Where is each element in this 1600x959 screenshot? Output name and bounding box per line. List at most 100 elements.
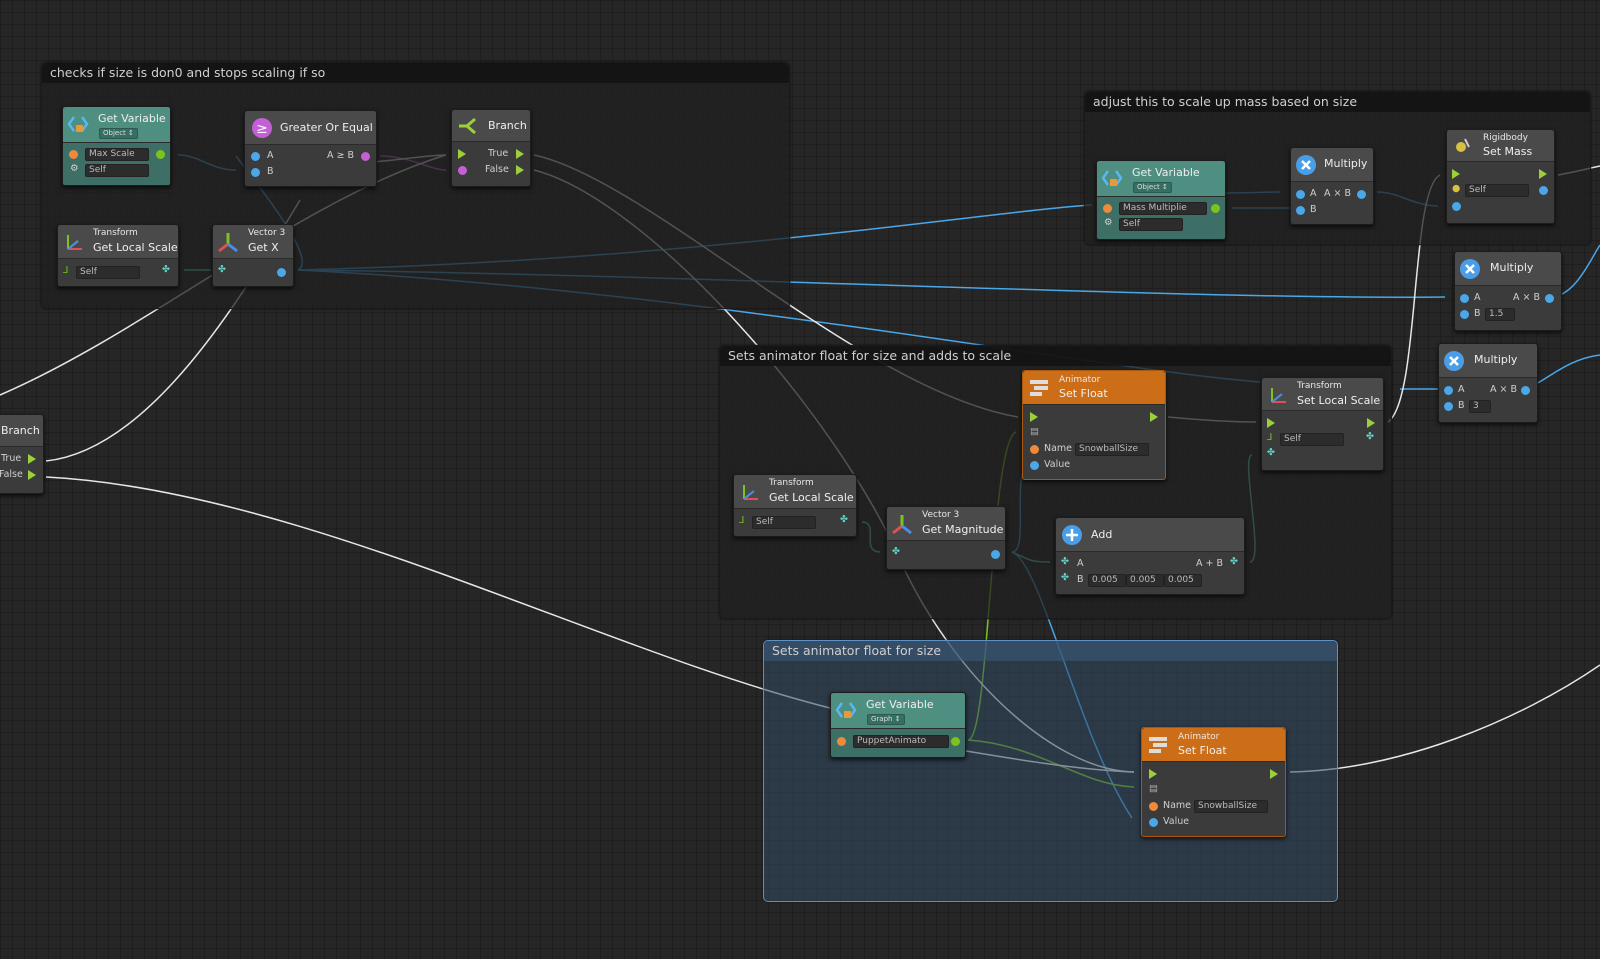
a-in-port[interactable] [1444, 386, 1453, 395]
group-title[interactable]: adjust this to scale up mass based on si… [1085, 92, 1590, 112]
flow-in-port[interactable] [1452, 169, 1460, 179]
self-field[interactable]: Self [1280, 433, 1344, 446]
x-out-port[interactable] [277, 268, 286, 277]
name-in-port[interactable] [1030, 445, 1039, 454]
flow-in-port[interactable] [1267, 418, 1275, 428]
name-field[interactable]: SnowballSize [1075, 443, 1149, 456]
transform-get-local-scale-node[interactable]: Transform Get Local Scale ⅃ Self ✤ [57, 224, 179, 287]
group-title[interactable]: checks if size is don0 and stops scaling… [42, 63, 789, 83]
animator-set-float-node[interactable]: Animator Set Float ▤ Name SnowballSize V… [1022, 370, 1166, 480]
vector-in-icon[interactable]: ✤ [1061, 556, 1069, 567]
rigidbody-icon [1456, 138, 1470, 152]
self-field[interactable]: Self [85, 164, 149, 177]
self-field[interactable]: Self [1119, 218, 1183, 231]
variable-name-field[interactable]: PuppetAnimato [853, 735, 949, 748]
mass-out-port[interactable] [1539, 186, 1548, 195]
name-port[interactable] [837, 737, 846, 746]
b-in-port[interactable] [1296, 206, 1305, 215]
vector3-icon [892, 515, 912, 535]
b-in-port[interactable] [251, 168, 260, 177]
flow-out-port[interactable] [1539, 169, 1547, 179]
a-in-port[interactable] [251, 152, 260, 161]
value-out-port[interactable] [1211, 204, 1220, 213]
self-field[interactable]: Self [76, 266, 140, 279]
result-out-port[interactable] [1357, 190, 1366, 199]
true-out-port[interactable] [516, 149, 524, 159]
value-out-port[interactable] [156, 150, 165, 159]
greater-equal-icon: ≥ [252, 118, 272, 138]
transform-set-local-scale-node[interactable]: Transform Set Local Scale ⅃ Self ✤ ✤ [1261, 377, 1384, 471]
transform-small-icon: ⅃ [1267, 432, 1273, 443]
get-variable-animator-node[interactable]: Get Variable Graph ↕ PuppetAnimato [830, 692, 966, 758]
kind-dropdown[interactable]: Graph ↕ [867, 714, 905, 725]
vector-out-icon[interactable]: ✤ [162, 264, 170, 275]
multiply-node[interactable]: Multiply A A × B B [1290, 147, 1374, 225]
mass-in-port[interactable] [1452, 202, 1461, 211]
branch-node-left[interactable]: Branch True False [0, 414, 44, 494]
animator-set-float-node-2[interactable]: Animator Set Float ▤ Name SnowballSize V… [1141, 727, 1286, 837]
b-value-field[interactable]: 3 [1469, 400, 1491, 413]
flow-out-port[interactable] [1150, 412, 1158, 422]
get-variable-node[interactable]: Get Variable Object ↕ Max Scale ⚙ Self [62, 106, 171, 186]
name-field[interactable]: SnowballSize [1194, 800, 1268, 813]
self-field[interactable]: Self [1465, 184, 1529, 197]
add-node[interactable]: Add ✤ A A + B ✤ ✤ B 0.005 0.005 0.005 [1055, 517, 1245, 595]
self-field[interactable]: Self [752, 516, 816, 529]
vector-out-icon[interactable]: ✤ [1366, 431, 1374, 442]
kind-dropdown[interactable]: Object ↕ [1133, 182, 1172, 193]
b-z-field[interactable]: 0.005 [1164, 574, 1202, 587]
a-in-port[interactable] [1296, 190, 1305, 199]
flow-in-port[interactable] [458, 149, 466, 159]
a-in-port[interactable] [1460, 294, 1469, 303]
transform-get-local-scale-node-2[interactable]: Transform Get Local Scale ⅃ Self ✤ [733, 474, 857, 537]
true-out-port[interactable] [28, 454, 36, 464]
value-in-port[interactable] [1030, 461, 1039, 470]
flow-out-port[interactable] [1270, 769, 1278, 779]
b-x-field[interactable]: 0.005 [1088, 574, 1126, 587]
kind-dropdown[interactable]: Object ↕ [99, 128, 138, 139]
flow-in-port[interactable] [1149, 769, 1157, 779]
rigidbody-set-mass-node[interactable]: Rigidbody Set Mass ● Self [1446, 129, 1555, 224]
b-in-port[interactable] [1444, 402, 1453, 411]
variable-icon [835, 702, 857, 718]
get-variable-mass-node[interactable]: Get Variable Object ↕ Mass Multiplie ⚙ S… [1096, 160, 1226, 240]
add-icon [1062, 525, 1082, 545]
false-out-port[interactable] [28, 470, 36, 480]
group-title[interactable]: Sets animator float for size and adds to… [720, 346, 1391, 366]
b-in-port[interactable] [1460, 310, 1469, 319]
variable-name-field[interactable]: Max Scale [85, 148, 149, 161]
branch-node[interactable]: Branch True False [451, 109, 531, 187]
animator-icon [1030, 380, 1048, 396]
name-port[interactable] [69, 150, 78, 159]
transform-small-icon: ⅃ [63, 265, 69, 276]
vector-in-icon[interactable]: ✤ [892, 546, 900, 557]
false-out-port[interactable] [516, 165, 524, 175]
variable-name-field[interactable]: Mass Multiplie [1119, 202, 1207, 215]
vector3-get-x-node[interactable]: Vector 3 Get X ✤ [212, 224, 294, 287]
vector-out-icon[interactable]: ✤ [1230, 556, 1238, 567]
b-y-field[interactable]: 0.005 [1126, 574, 1164, 587]
flow-out-port[interactable] [1367, 418, 1375, 428]
result-out-port[interactable] [1545, 294, 1554, 303]
greater-or-equal-node[interactable]: ≥ Greater Or Equal A A ≥ B B [244, 110, 377, 187]
wire-flow [45, 476, 831, 709]
multiply-node-1-5[interactable]: Multiply A A × B B 1.5 [1454, 251, 1562, 331]
result-out-port[interactable] [361, 152, 370, 161]
magnitude-out-port[interactable] [991, 550, 1000, 559]
vector-in-icon[interactable]: ✤ [1061, 572, 1069, 583]
vector-in-icon[interactable]: ✤ [218, 264, 226, 275]
name-in-port[interactable] [1149, 802, 1158, 811]
name-port[interactable] [1103, 204, 1112, 213]
animator-icon [1149, 737, 1167, 753]
vector-in-icon[interactable]: ✤ [1267, 447, 1275, 458]
group-title[interactable]: Sets animator float for size [764, 641, 1337, 661]
vector3-get-magnitude-node[interactable]: Vector 3 Get Magnitude ✤ [886, 506, 1006, 570]
multiply-node-3[interactable]: Multiply A A × B B 3 [1438, 343, 1538, 423]
b-value-field[interactable]: 1.5 [1485, 308, 1515, 321]
value-out-port[interactable] [951, 737, 960, 746]
flow-in-port[interactable] [1030, 412, 1038, 422]
value-in-port[interactable] [1149, 818, 1158, 827]
vector-out-icon[interactable]: ✤ [840, 514, 848, 525]
condition-in-port[interactable] [458, 166, 467, 175]
result-out-port[interactable] [1521, 386, 1530, 395]
